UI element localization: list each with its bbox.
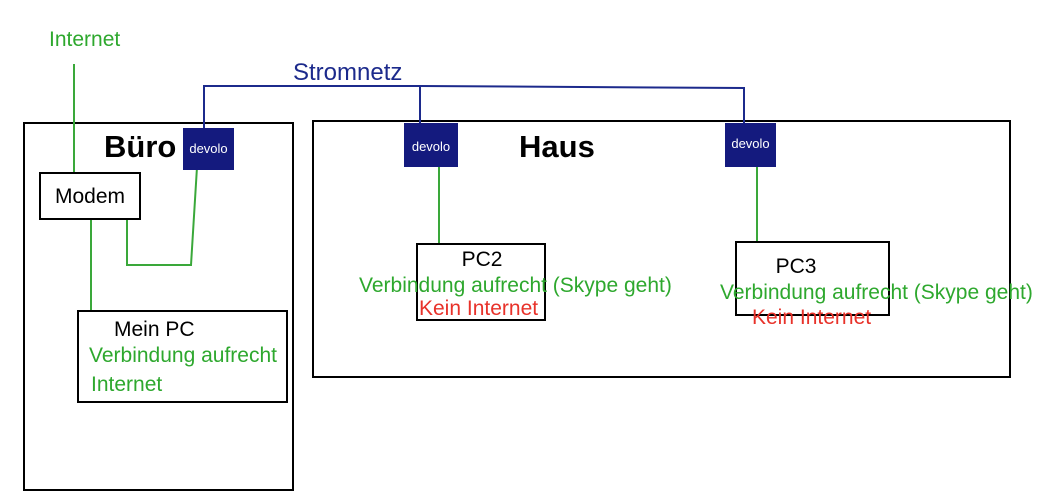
my-pc-box	[77, 310, 288, 403]
my-pc-connection: Verbindung aufrecht	[89, 344, 277, 367]
adapter-label: devolo	[189, 141, 227, 156]
pc2-connection: Verbindung aufrecht (Skype geht)	[359, 274, 672, 297]
modem: Modem	[39, 172, 141, 220]
pc2-box	[416, 243, 546, 321]
my-pc-name: Mein PC	[114, 318, 195, 341]
pc3-box	[735, 241, 890, 316]
house-title: Haus	[519, 129, 595, 164]
pc3-internet: Kein Internet	[752, 306, 871, 329]
power-grid-label: Stromnetz	[293, 59, 402, 86]
power-grid-lines	[203, 85, 745, 128]
adapter-body	[183, 128, 234, 170]
adapter-label: devolo	[731, 136, 769, 151]
modem-label: Modem	[55, 185, 125, 208]
devolo-adapter-house-right: devolo	[725, 123, 776, 167]
office-box	[23, 122, 294, 491]
adapter-label: devolo	[412, 139, 450, 154]
modem-box	[39, 172, 141, 220]
devolo-adapter-office: devolo	[183, 128, 234, 170]
pc2: PC2 Verbindung aufrecht (Skype geht) Kei…	[359, 243, 672, 321]
pc3-connection: Verbindung aufrecht (Skype geht)	[720, 281, 1033, 304]
pc2-name: PC2	[462, 248, 503, 271]
office-title: Büro	[104, 129, 176, 164]
pc2-internet: Kein Internet	[419, 297, 538, 320]
pc3-name: PC3	[776, 255, 817, 278]
adapter-body	[725, 123, 776, 167]
devolo-adapter-house-left: devolo	[404, 123, 458, 167]
pc3: PC3 Verbindung aufrecht (Skype geht) Kei…	[720, 241, 1033, 329]
house-box	[312, 120, 1011, 378]
my-pc-internet: Internet	[91, 373, 162, 396]
internet-label: Internet	[49, 28, 120, 51]
adapter-body	[404, 123, 458, 167]
network-cables	[73, 64, 758, 311]
my-pc: Mein PC Verbindung aufrecht Internet	[77, 310, 288, 403]
